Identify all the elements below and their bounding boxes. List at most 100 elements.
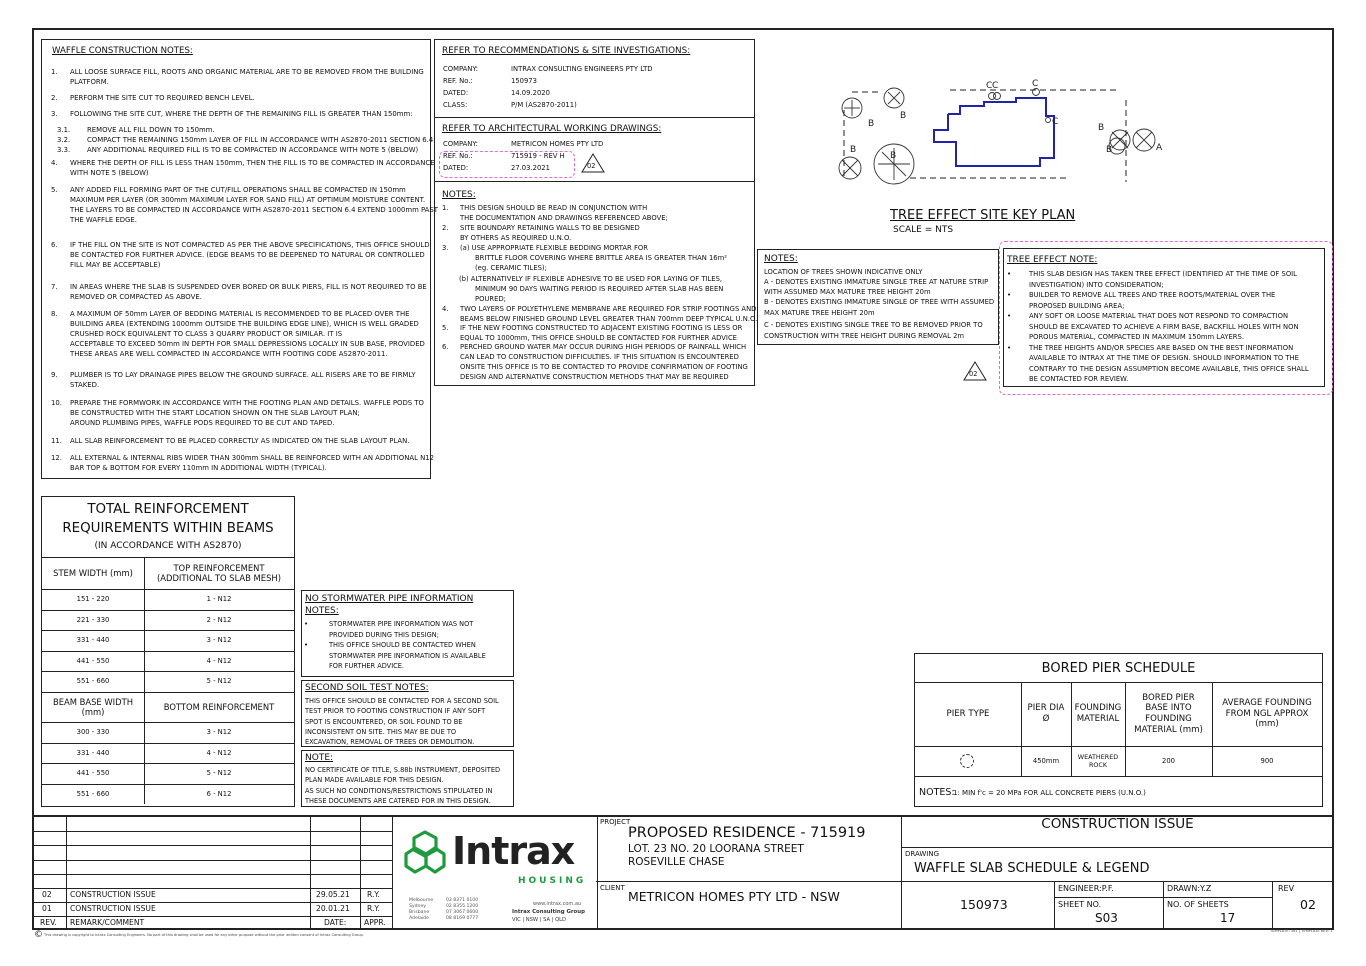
bottom-reinforcement-cell: 4 - N12: [206, 748, 232, 757]
waffle-note-text: PREPARE THE FORMWORK IN ACCORDANCE WITH …: [70, 399, 424, 407]
template-ref: TEMPLATE: 161 | TEMPLATE REV: 1: [1270, 929, 1333, 933]
pier-notes-label: NOTES:: [919, 787, 955, 798]
waffle-note-text: ANY ADDED FILL FORMING PART OF THE CUT/F…: [70, 186, 406, 194]
stem-width-cell: 441 - 550: [76, 656, 110, 665]
bullet-icon: •: [1007, 270, 1012, 278]
reinforcement-subtitle: (IN ACCORDANCE WITH AS2870): [94, 541, 242, 551]
arch-key: REF. No.:: [443, 152, 473, 160]
stem-width-cell: 551 - 660: [76, 677, 110, 686]
design-notes-title: NOTES:: [442, 190, 476, 200]
design-note-text: (eg. CERAMIC TILES);: [475, 264, 547, 272]
design-note-text: BEAMS BELOW FINISHED GROUND LEVEL GREATE…: [460, 315, 758, 323]
bullet-icon: •: [1007, 312, 1012, 320]
waffle-note-text: THE LAYERS TO BE COMPACTED IN ACCORDANCE…: [70, 206, 438, 214]
drawing-divider: [901, 881, 1334, 882]
waffle-note-number: 11.: [51, 437, 62, 445]
tree-effect-line: THIS SLAB DESIGN HAS TAKEN TREE EFFECT (…: [1029, 270, 1297, 278]
bullet-icon: •: [304, 641, 309, 649]
drawn-divider: [1163, 881, 1164, 928]
logo-phone: 03 8371 0100: [446, 898, 479, 903]
stem-width-header: STEM WIDTH (mm): [53, 567, 133, 578]
table-rule: [42, 557, 294, 558]
tree-effect-title: TREE EFFECT NOTE:: [1007, 255, 1098, 265]
pier-header-line: FOUNDING: [1145, 714, 1192, 724]
rec-key: CLASS:: [443, 101, 468, 109]
design-note-number: 1.: [442, 204, 449, 212]
logo-web: www.intrax.com.au: [533, 901, 582, 907]
title-block: [32, 815, 1334, 932]
pier-rule: [915, 776, 1322, 777]
title-note-line: PLAN MADE AVAILABLE FOR THIS DESIGN.: [305, 776, 444, 785]
top-reinforcement-header: TOP REINFORCEMENT(ADDITIONAL TO SLAB MES…: [144, 557, 294, 589]
tree-note-line: C - DENOTES EXISTING SINGLE TREE TO BE R…: [764, 321, 983, 329]
waffle-note-text: WHERE THE DEPTH OF FILL IS LESS THAN 150…: [70, 159, 435, 167]
rev-divider: [1272, 881, 1273, 928]
tree-label-c4: C: [1052, 117, 1058, 127]
table-rule: [144, 692, 145, 805]
table-rule: [42, 763, 294, 765]
design-note-text: EQUAL TO 1000mm, THIS OFFICE SHOULD BE C…: [460, 334, 737, 342]
table-rule: [42, 692, 294, 693]
drawing-title: WAFFLE SLAB SCHEDULE & LEGEND: [914, 861, 1150, 876]
revision-remark: CONSTRUCTION ISSUE: [70, 904, 156, 914]
tree-label-b2: B: [900, 111, 906, 121]
stormwater-line: STORMWATER PIPE INFORMATION WAS NOT: [329, 620, 474, 628]
pier-avg-cell: 900: [1260, 756, 1274, 765]
pier-rule: [915, 682, 1322, 683]
rec-key: COMPANY:: [443, 65, 478, 73]
waffle-note-text: PERFORM THE SITE CUT TO REQUIRED BENCH L…: [70, 94, 255, 102]
design-note-text: POURED;: [475, 295, 506, 303]
logo-phone: 02 8355 1200: [446, 904, 479, 909]
sheet-number: S03: [1095, 911, 1118, 925]
drawn-by: DRAWN:Y.Z: [1167, 884, 1212, 893]
logo-area: [392, 817, 598, 928]
design-note-text: THIS DESIGN SHOULD BE READ IN CONJUNCTIO…: [460, 204, 648, 212]
tree-label-b4: B: [890, 151, 896, 161]
waffle-note-text: MAXIMUM PER LAYER (OR 300mm MAXIMUM LAYE…: [70, 196, 426, 204]
tree-note-line: B - DENOTES EXISTING IMMATURE SINGLE OF …: [764, 298, 995, 306]
waffle-note-text: AROUND PLUMBING PIPES, WAFFLE PODS REQUI…: [70, 419, 335, 427]
tree-effect-line: BUILDER TO REMOVE ALL TREES AND TREE ROO…: [1029, 291, 1276, 299]
design-note-text: (a) USE APPROPRIATE FLEXIBLE BEDDING MOR…: [460, 244, 648, 252]
issue-status: CONSTRUCTION ISSUE: [1041, 816, 1194, 832]
arch-value: METRICON HOMES PTY LTD: [511, 140, 604, 148]
waffle-note-text: BE CONSTRUCTED WITH THE START LOCATION S…: [70, 409, 360, 417]
pier-rule: [915, 746, 1322, 747]
waffle-note-text: ALL SLAB REINFORCEMENT TO BE PLACED CORR…: [70, 437, 410, 445]
revision-date: 20.01.21: [316, 904, 350, 914]
top-reinforcement-header-line: TOP REINFORCEMENT: [173, 562, 265, 573]
waffle-note-number: 6.: [51, 241, 58, 249]
revision-date: 29.05.21: [316, 890, 350, 899]
revision-rule: [310, 817, 311, 928]
pier-header-0: PIER TYPE: [915, 682, 1021, 746]
beam-base-header-line: BEAM BASE WIDTH: [52, 696, 133, 707]
table-rule: [144, 557, 145, 693]
beam-base-cell: 331 - 440: [76, 748, 110, 757]
waffle-note-text: IF THE FILL ON THE SITE IS NOT COMPACTED…: [70, 241, 430, 249]
revision-rule: [32, 888, 392, 889]
waffle-note-text: FOLLOWING THE SITE CUT, WHERE THE DEPTH …: [70, 110, 413, 118]
waffle-note-number: 3.2.: [57, 136, 71, 144]
tree-label-c2: C: [992, 81, 998, 91]
bullet-icon: •: [1007, 343, 1012, 352]
table-rule: [42, 630, 294, 632]
design-note-number: 4.: [442, 305, 449, 313]
title-note-line: THESE DOCUMENTS ARE CATERED FOR IN THIS …: [305, 796, 491, 805]
tree-effect-line: ANY SOFT OR LOOSE MATERIAL THAT DOES NOT…: [1029, 312, 1289, 320]
waffle-note-text: THESE AREAS ARE WELL COMPACTED IN ACCORD…: [70, 350, 388, 358]
second-soil-line: THIS OFFICE SHOULD BE CONTACTED FOR A SE…: [305, 697, 499, 705]
logo-group: Intrax Consulting Group: [512, 909, 585, 915]
tree-effect-line: AVAILABLE TO INTRAX AT THE TIME OF DESIG…: [1029, 354, 1299, 362]
pier-title: BORED PIER SCHEDULE: [1041, 661, 1196, 676]
waffle-note-number: 4.: [51, 159, 58, 167]
revision-triangle-icon-2: [963, 361, 987, 381]
top-reinforcement-cell: 1 - N12: [206, 595, 232, 604]
logo-states: VIC | NSW | SA | QLD: [512, 917, 567, 923]
arch-key: DATED:: [443, 164, 469, 172]
rec-value: INTRAX CONSULTING ENGINEERS PTY LTD: [511, 65, 653, 73]
stormwater-notes-label: NOTES:: [305, 606, 339, 616]
